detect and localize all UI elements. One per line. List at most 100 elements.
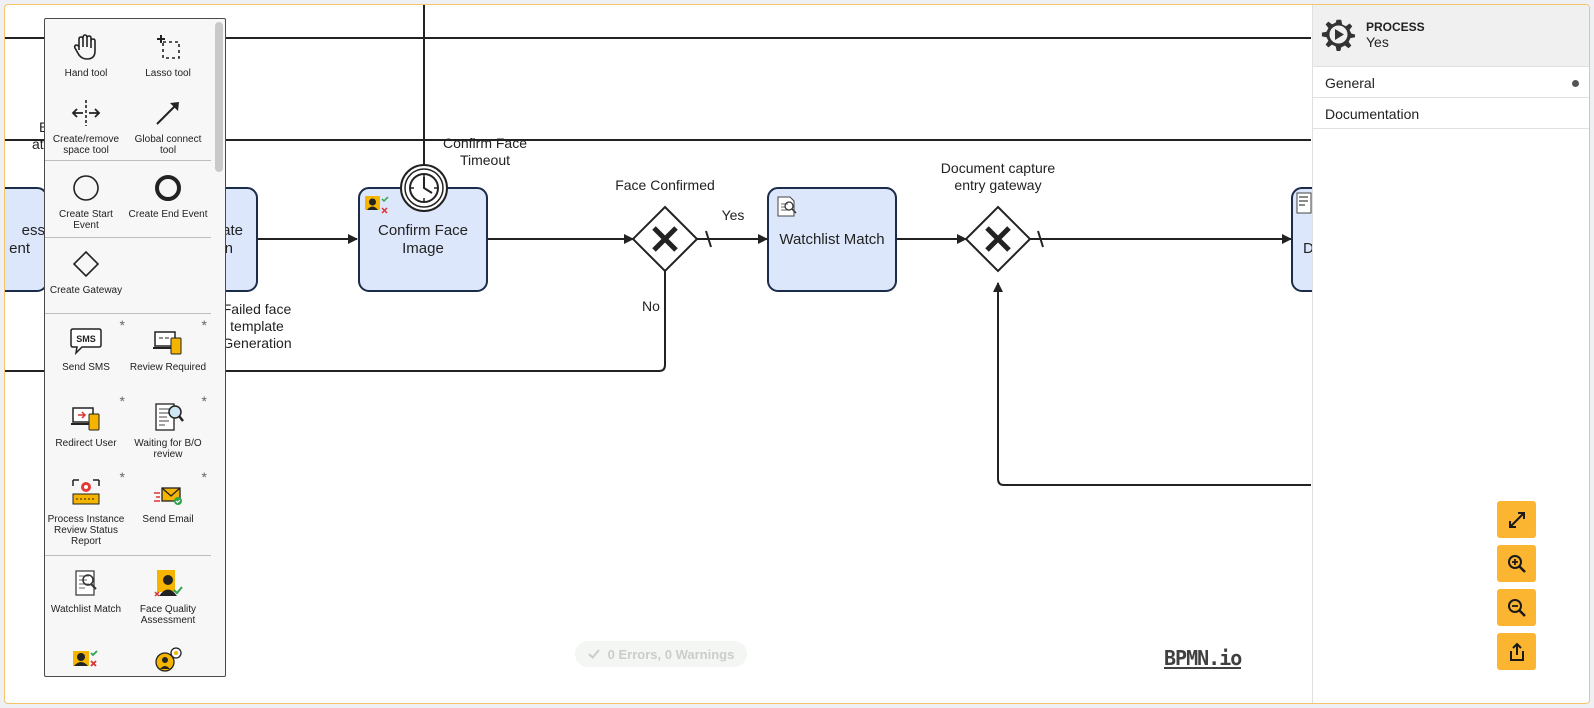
palette-events-group: Create Start Event Create End Event xyxy=(45,161,211,238)
palette-tasks-group: Watchlist Match Face Quality Assessment xyxy=(45,556,211,676)
section-indicator-dot xyxy=(1572,80,1579,87)
zoom-in-icon xyxy=(1507,554,1526,573)
expand-icon xyxy=(1508,511,1525,528)
task-right-label: D xyxy=(1303,240,1314,257)
star-marker: * xyxy=(201,469,207,485)
star-marker: * xyxy=(201,317,207,333)
face-quality-assessment[interactable]: Face Quality Assessment xyxy=(127,566,209,626)
no-label: No xyxy=(642,298,660,314)
gateway-face-confirmed xyxy=(631,205,699,273)
face-task-icon xyxy=(365,196,389,214)
diagram-canvas[interactable]: ess ent ate n Confirm Face Image Watchli… xyxy=(5,5,1589,703)
task-confirm-label-1: Confirm Face xyxy=(378,222,468,239)
star-marker: * xyxy=(119,317,125,333)
send-email-label: Send Email xyxy=(142,514,194,525)
palette-scrollbar[interactable] xyxy=(215,22,223,172)
yes-label: Yes xyxy=(722,207,745,223)
task-left-1-label-1: ess xyxy=(22,222,45,239)
timeout-label-2: Timeout xyxy=(460,152,510,168)
watchlist-match-tool[interactable]: Watchlist Match xyxy=(45,566,127,615)
report-icon xyxy=(72,479,100,505)
left-label-at: at xyxy=(32,136,44,152)
flow-gw1-no xyxy=(5,271,666,372)
face-match-icon xyxy=(73,650,98,667)
waiting-bo-review[interactable]: * Waiting for B/O review xyxy=(127,394,209,460)
lasso-tool-label: Lasso tool xyxy=(145,68,191,79)
face-quality-icon xyxy=(154,570,183,597)
end-event-label: Create End Event xyxy=(128,209,208,220)
palette-gateway-group: Create Gateway xyxy=(45,238,211,314)
doc-gateway-label-2: entry gateway xyxy=(954,177,1041,193)
create-start-event[interactable]: Create Start Event xyxy=(45,171,127,231)
lint-status[interactable]: 0 Errors, 0 Warnings xyxy=(575,641,747,667)
face-confirmed-label: Face Confirmed xyxy=(615,177,715,193)
properties-name: Yes xyxy=(1366,34,1389,50)
process-report-label: Process Instance Review Status Report xyxy=(47,514,125,547)
gateway-document-capture xyxy=(964,205,1032,273)
global-connect-label: Global connect tool xyxy=(134,134,202,156)
properties-section-documentation[interactable]: Documentation xyxy=(1313,98,1589,129)
space-tool[interactable]: Create/remove space tool xyxy=(45,96,127,156)
global-connect-tool[interactable]: Global connect tool xyxy=(127,96,209,156)
review-required[interactable]: * Review Required xyxy=(127,318,209,373)
flow-gw2-tick xyxy=(1037,230,1044,248)
face-scan-icon xyxy=(155,647,182,672)
failed-label-3: Generation xyxy=(222,335,291,351)
create-end-event[interactable]: Create End Event xyxy=(127,171,209,220)
properties-panel: PROCESS Yes General Documentation xyxy=(1312,5,1589,703)
failed-label-2: template xyxy=(230,318,284,334)
task-left-2-label-2: n xyxy=(225,240,233,257)
email-icon xyxy=(154,487,182,505)
task-left-2-label-1: ate xyxy=(222,222,243,239)
process-gear-icon xyxy=(1321,19,1356,52)
space-tool-label: Create/remove space tool xyxy=(52,134,120,156)
right-task-icon xyxy=(1296,192,1312,214)
watchlist-task-icon xyxy=(777,196,797,217)
fit-viewport-button[interactable] xyxy=(1497,501,1536,538)
face-match-tool[interactable] xyxy=(45,645,127,676)
start-event-icon xyxy=(73,175,99,201)
gateway-label: Create Gateway xyxy=(49,285,123,296)
diagram-svg: ess ent ate n Confirm Face Image Watchli… xyxy=(5,5,1353,486)
properties-type: PROCESS xyxy=(1366,20,1425,34)
left-label-e: E xyxy=(39,119,48,135)
general-section-label: General xyxy=(1325,75,1375,91)
lasso-icon xyxy=(157,35,180,59)
send-sms[interactable]: * SMS Send SMS xyxy=(45,318,127,373)
lasso-tool[interactable]: Lasso tool xyxy=(127,30,209,79)
redirect-user[interactable]: * Redirect User xyxy=(45,394,127,449)
flow-loop-back xyxy=(993,282,1311,486)
connect-arrow-icon xyxy=(156,102,179,125)
timer-boundary-event xyxy=(400,164,448,212)
export-button[interactable] xyxy=(1497,633,1536,670)
redirect-icon xyxy=(71,407,100,431)
doc-gateway-label-1: Document capture xyxy=(941,160,1056,176)
star-marker: * xyxy=(201,393,207,409)
zoom-out-button[interactable] xyxy=(1497,589,1536,626)
bpmn-io-logo[interactable]: BPMN.io xyxy=(1164,646,1242,670)
properties-header: PROCESS Yes xyxy=(1313,5,1589,67)
face-liveness-tool[interactable] xyxy=(127,645,209,676)
process-instance-report[interactable]: * Process Instance Review Status Report xyxy=(45,470,127,547)
hand-tool[interactable]: Hand tool xyxy=(45,30,127,79)
lint-status-text: 0 Errors, 0 Warnings xyxy=(607,646,735,662)
end-event-icon xyxy=(155,175,181,201)
waiting-bo-label: Waiting for B/O review xyxy=(134,438,202,460)
modeler-frame: ess ent ate n Confirm Face Image Watchli… xyxy=(4,4,1590,704)
zoom-in-button[interactable] xyxy=(1497,545,1536,582)
review-required-label: Review Required xyxy=(129,362,207,373)
flow-yes-tick xyxy=(705,230,712,248)
send-email[interactable]: * Send Email xyxy=(127,470,209,525)
timeout-label-1: Confirm Face xyxy=(443,135,527,151)
star-marker: * xyxy=(119,469,125,485)
properties-section-general[interactable]: General xyxy=(1313,67,1589,98)
create-gateway[interactable]: Create Gateway xyxy=(45,247,127,296)
task-watchlist xyxy=(767,187,897,292)
failed-label-1: Failed face xyxy=(223,301,292,317)
star-marker: * xyxy=(119,393,125,409)
share-icon xyxy=(1509,642,1524,661)
document-search-icon xyxy=(155,403,184,431)
start-event-label: Create Start Event xyxy=(59,209,113,231)
send-sms-label: Send SMS xyxy=(62,362,110,373)
hand-tool-label: Hand tool xyxy=(64,68,108,79)
